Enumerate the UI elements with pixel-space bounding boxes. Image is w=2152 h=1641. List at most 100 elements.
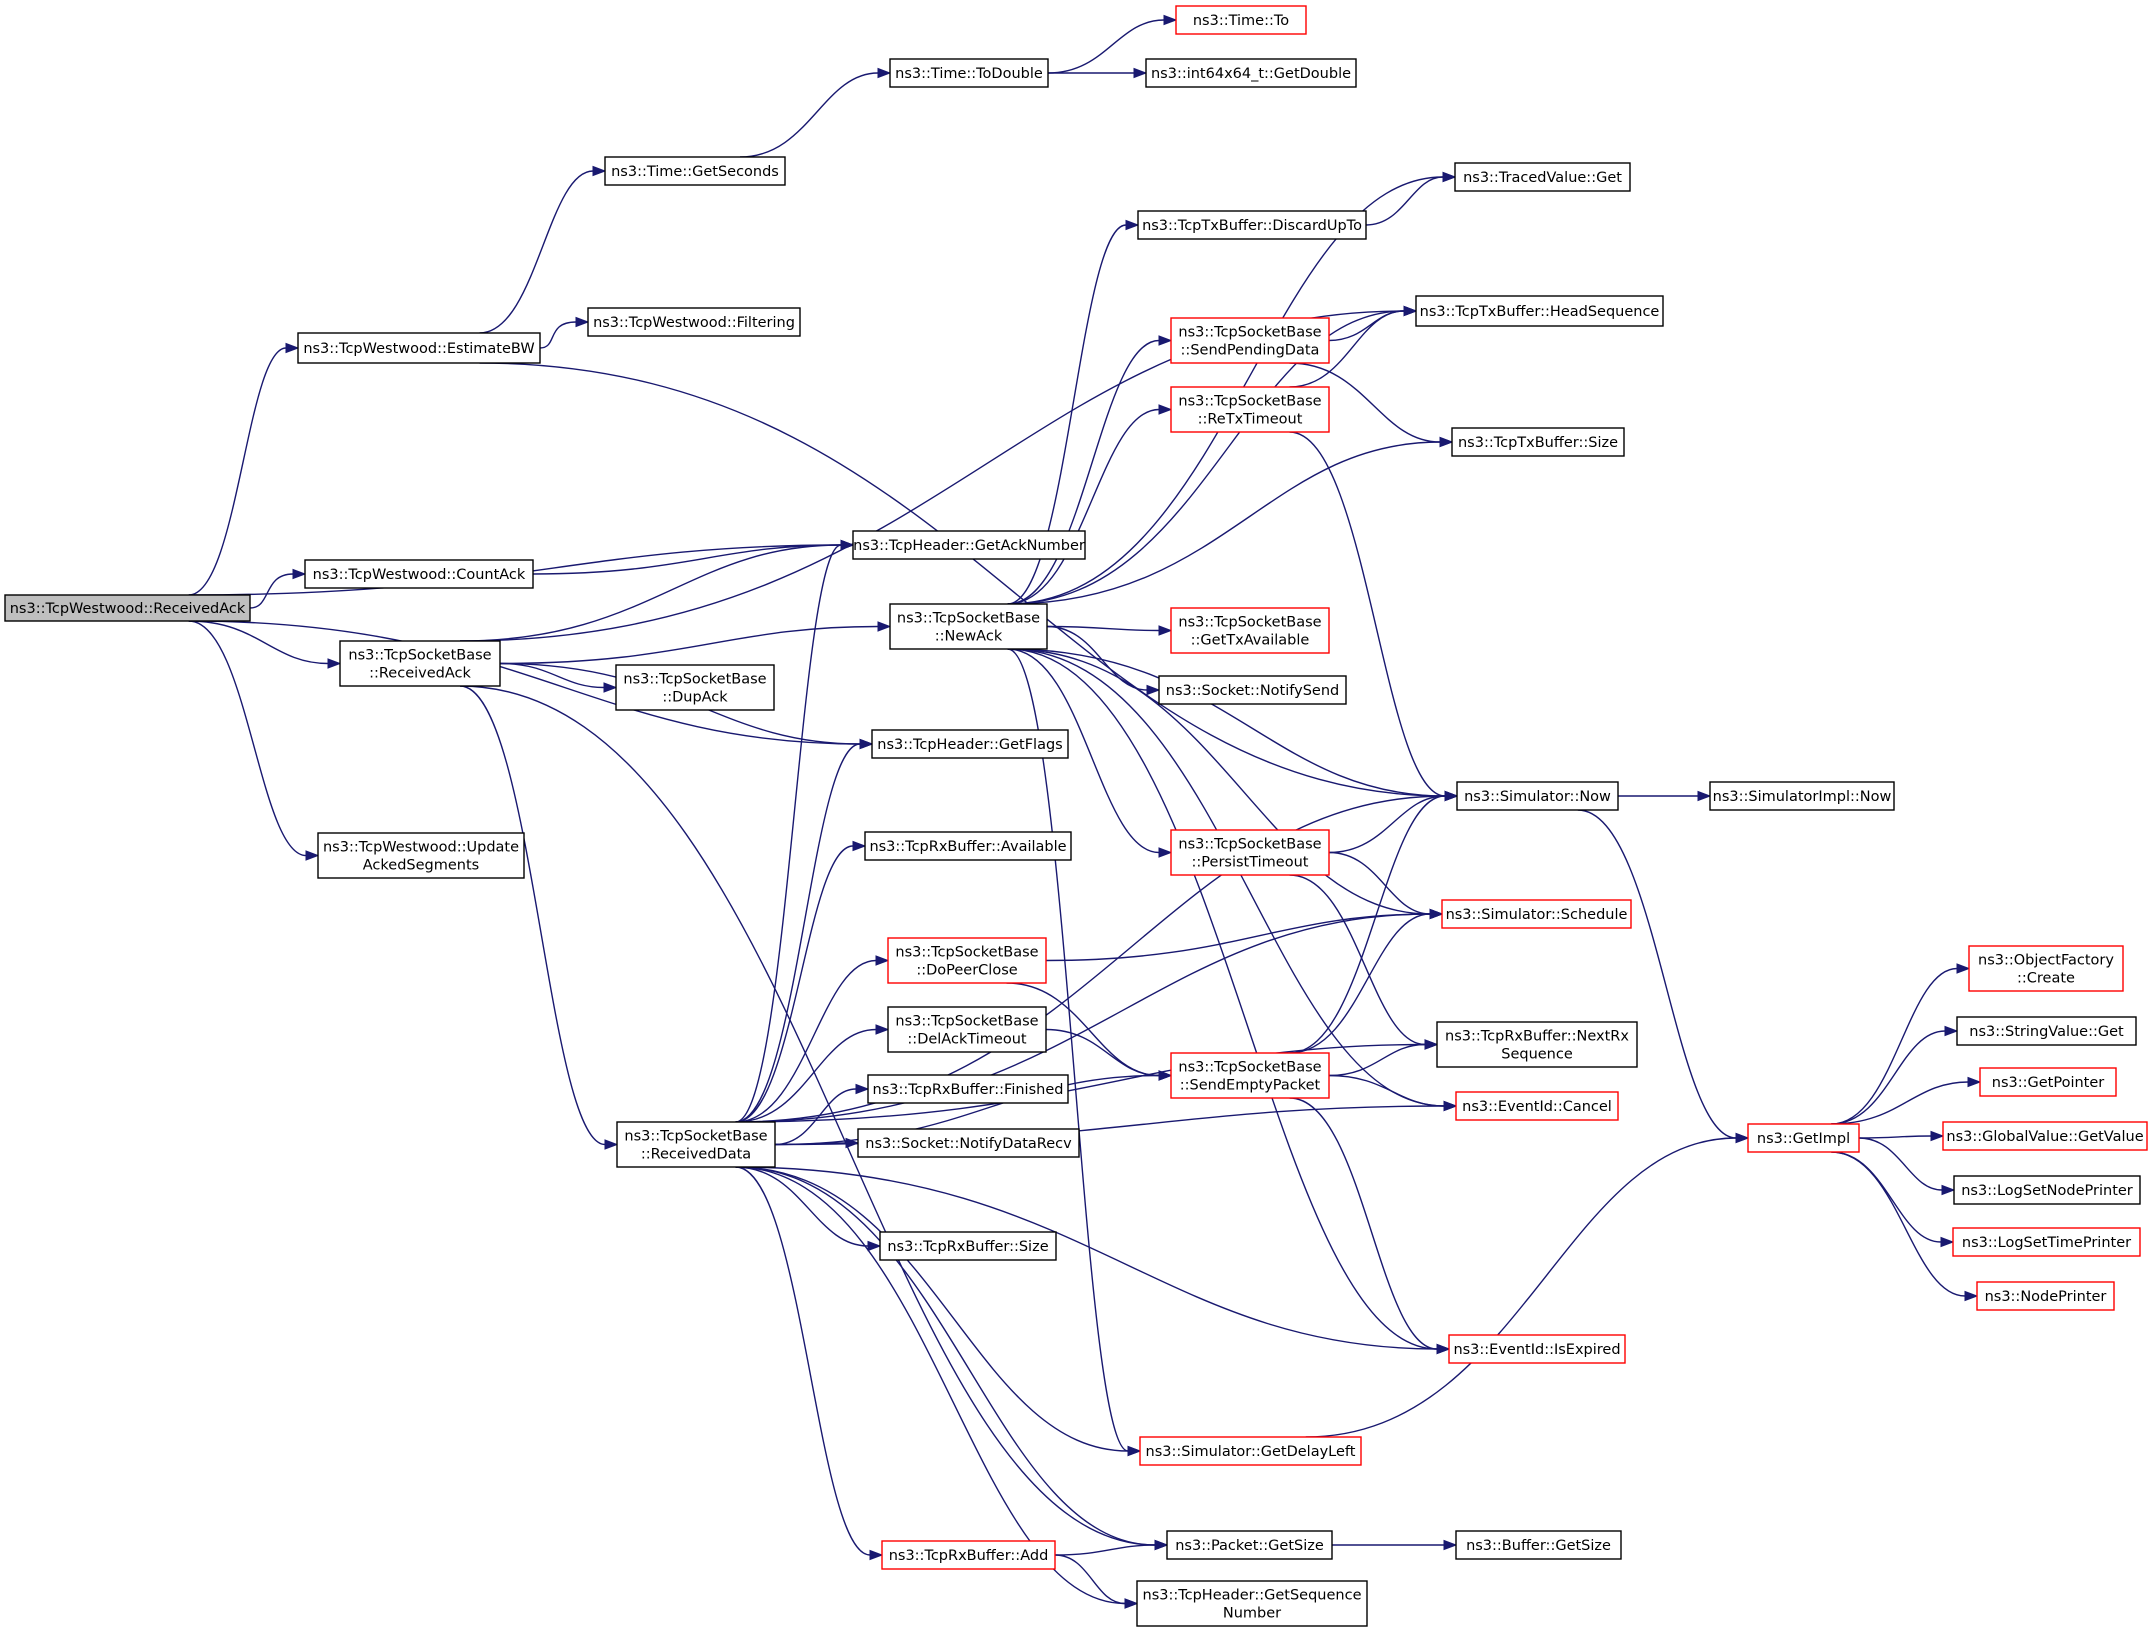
node-box-todouble [889, 58, 1049, 88]
node-newack[interactable]: ns3::TcpSocketBase::NewAck [889, 603, 1048, 650]
arrowhead-sendempty-to-simnow [1444, 790, 1459, 802]
edge-sendempty-to-isexpired [1289, 1097, 1438, 1350]
node-rxsize[interactable]: ns3::TcpRxBuffer::Size [879, 1231, 1057, 1261]
node-rxfinished[interactable]: ns3::TcpRxBuffer::Finished [867, 1074, 1069, 1104]
node-logsettime[interactable]: ns3::LogSetTimePrinter [1952, 1227, 2141, 1257]
node-rxadd[interactable]: ns3::TcpRxBuffer::Add [881, 1540, 1056, 1570]
node-nodeprinter[interactable]: ns3::NodePrinter [1976, 1281, 2115, 1311]
arrowhead-getseconds-to-todouble [877, 67, 892, 79]
edge-dopeerclose-to-simschedule [1045, 913, 1431, 962]
edge-sb_receivedack-to-receiveddata [459, 685, 606, 1146]
node-isexpired[interactable]: ns3::EventId::IsExpired [1448, 1334, 1626, 1364]
node-label-rxsize: ns3::TcpRxBuffer::Size [887, 1239, 1048, 1255]
node-sendempty[interactable]: ns3::TcpSocketBase::SendEmptyPacket [1170, 1052, 1330, 1099]
node-tracedget[interactable]: ns3::TracedValue::Get [1454, 162, 1631, 192]
node-box-eventcancel [1455, 1091, 1619, 1121]
edge-getimpl-to-logsettime [1831, 1151, 1942, 1243]
node-headsequence[interactable]: ns3::TcpTxBuffer::HeadSequence [1415, 295, 1664, 327]
node-packetgetsize[interactable]: ns3::Packet::GetSize [1166, 1530, 1333, 1560]
node-box-sendempty [1170, 1052, 1330, 1099]
node-todouble[interactable]: ns3::Time::ToDouble [889, 58, 1049, 88]
edge-todouble-to-timeto [1047, 19, 1165, 74]
edge-newack-to-txsize [1007, 441, 1441, 605]
node-globalget[interactable]: ns3::GlobalValue::GetValue [1942, 1121, 2148, 1151]
node-logsetnode[interactable]: ns3::LogSetNodePrinter [1953, 1175, 2141, 1205]
node-getimpl[interactable]: ns3::GetImpl [1747, 1123, 1860, 1153]
node-dupack[interactable]: ns3::TcpSocketBase::DupAck [615, 664, 775, 711]
node-label-rxavailable: ns3::TcpRxBuffer::Available [869, 839, 1066, 855]
edge-receiveddata-to-sendempty [774, 1074, 1160, 1146]
edge-persisttimeout-to-nextrxseq [1289, 874, 1426, 1046]
node-box-simschedule [1441, 899, 1632, 929]
node-label-getimpl: ns3::GetImpl [1757, 1131, 1850, 1147]
node-box-persisttimeout [1170, 829, 1330, 876]
node-sb_receivedack[interactable]: ns3::TcpSocketBase::ReceivedAck [339, 640, 501, 687]
node-delacktimeout[interactable]: ns3::TcpSocketBase::DelAckTimeout [887, 1006, 1047, 1053]
node-timeto[interactable]: ns3::Time::To [1175, 5, 1307, 35]
node-label-getflags: ns3::TcpHeader::GetFlags [877, 737, 1062, 753]
node-getseconds[interactable]: ns3::Time::GetSeconds [604, 156, 786, 186]
arrowhead-receiveddata-to-rxadd [869, 1549, 884, 1561]
node-label-sendempty-line-1: ns3::TcpSocketBase [1178, 1060, 1321, 1076]
node-filtering[interactable]: ns3::TcpWestwood::Filtering [587, 307, 801, 337]
node-label-globalget: ns3::GlobalValue::GetValue [1946, 1129, 2143, 1145]
node-label-retxtimeout-line-2: ::ReTxTimeout [1198, 412, 1303, 428]
node-simimplnow[interactable]: ns3::SimulatorImpl::Now [1709, 781, 1895, 811]
edge-newack-to-getdelayleft [1007, 648, 1129, 1452]
node-eventcancel[interactable]: ns3::EventId::Cancel [1455, 1091, 1619, 1121]
node-box-dupack [615, 664, 775, 711]
edge-root-to-getflags [188, 620, 861, 745]
node-discardupto[interactable]: ns3::TcpTxBuffer::DiscardUpTo [1137, 210, 1367, 240]
node-label-notifydatarecv: ns3::Socket::NotifyDataRecv [865, 1136, 1072, 1152]
node-label-getseconds: ns3::Time::GetSeconds [611, 164, 779, 180]
node-sendpending[interactable]: ns3::TcpSocketBase::SendPendingData [1170, 317, 1330, 364]
arrowhead-sendempty-to-simschedule [1429, 908, 1444, 920]
arrowhead-newack-to-discardupto [1125, 219, 1140, 231]
node-dopeerclose[interactable]: ns3::TcpSocketBase::DoPeerClose [887, 937, 1047, 984]
edge-newack-to-simnow [1007, 648, 1446, 797]
node-getpointer[interactable]: ns3::GetPointer [1979, 1067, 2117, 1097]
node-getacknumber[interactable]: ns3::TcpHeader::GetAckNumber [852, 530, 1086, 560]
node-getflags[interactable]: ns3::TcpHeader::GetFlags [871, 729, 1069, 759]
node-simschedule[interactable]: ns3::Simulator::Schedule [1441, 899, 1632, 929]
node-label-sendempty-line-2: ::SendEmptyPacket [1180, 1078, 1321, 1094]
node-simnow[interactable]: ns3::Simulator::Now [1456, 781, 1619, 811]
edge-sendempty-to-simnow [1289, 795, 1446, 1054]
node-int64getdouble[interactable]: ns3::int64x64_t::GetDouble [1145, 58, 1357, 88]
node-box-headsequence [1415, 295, 1664, 327]
node-label-gettxavail-line-1: ns3::TcpSocketBase [1178, 615, 1321, 631]
node-box-countack [304, 559, 534, 589]
node-root[interactable]: ns3::TcpWestwood::ReceivedAck [4, 594, 251, 622]
node-box-rxavailable [864, 831, 1072, 861]
node-label-simimplnow: ns3::SimulatorImpl::Now [1713, 789, 1892, 805]
node-countack[interactable]: ns3::TcpWestwood::CountAck [304, 559, 534, 589]
node-box-timeto [1175, 5, 1307, 35]
node-notifysend[interactable]: ns3::Socket::NotifySend [1158, 675, 1347, 705]
node-box-root [4, 594, 251, 622]
node-box-logsetnode [1953, 1175, 2141, 1205]
node-gettxavail[interactable]: ns3::TcpSocketBase::GetTxAvailable [1170, 607, 1330, 654]
node-txsize[interactable]: ns3::TcpTxBuffer::Size [1451, 427, 1625, 457]
edge-sendpending-to-txsize [1289, 362, 1441, 443]
node-getdelayleft[interactable]: ns3::Simulator::GetDelayLeft [1139, 1436, 1362, 1466]
node-receiveddata[interactable]: ns3::TcpSocketBase::ReceivedData [616, 1121, 776, 1168]
node-box-retxtimeout [1170, 386, 1330, 433]
arrowhead-receiveddata-to-rxfinished [855, 1083, 870, 1095]
edge-newack-to-simschedule [1007, 648, 1431, 915]
node-persisttimeout[interactable]: ns3::TcpSocketBase::PersistTimeout [1170, 829, 1330, 876]
edge-retxtimeout-to-simnow [1289, 431, 1446, 797]
node-label-nodeprinter: ns3::NodePrinter [1985, 1289, 2107, 1305]
node-stringget[interactable]: ns3::StringValue::Get [1956, 1016, 2137, 1046]
node-notifydatarecv[interactable]: ns3::Socket::NotifyDataRecv [857, 1128, 1080, 1158]
node-buffergetsize[interactable]: ns3::Buffer::GetSize [1455, 1530, 1622, 1560]
node-estimatebw[interactable]: ns3::TcpWestwood::EstimateBW [297, 332, 541, 364]
node-label-packetgetsize: ns3::Packet::GetSize [1175, 1538, 1324, 1554]
node-objfactory[interactable]: ns3::ObjectFactory::Create [1968, 945, 2124, 992]
node-rxavailable[interactable]: ns3::TcpRxBuffer::Available [864, 831, 1072, 861]
node-retxtimeout[interactable]: ns3::TcpSocketBase::ReTxTimeout [1170, 386, 1330, 433]
arrowhead-getimpl-to-logsettime [1940, 1236, 1955, 1248]
